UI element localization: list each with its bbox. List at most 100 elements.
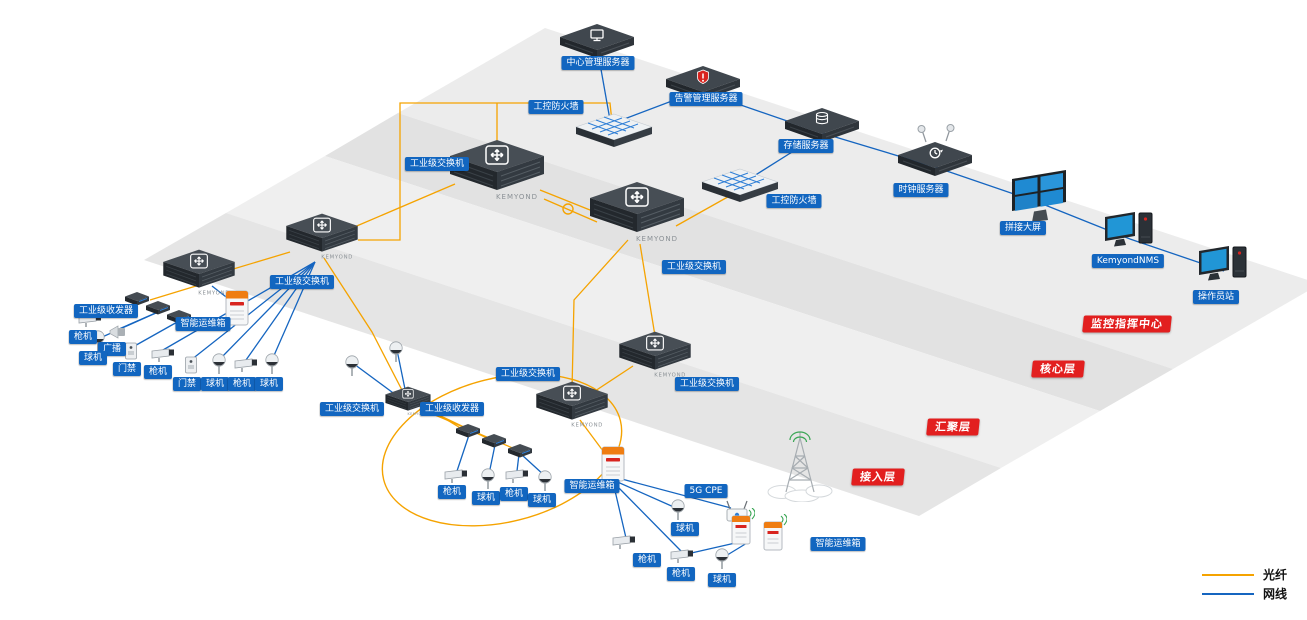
camera-bullet-e1-label: 枪机 (437, 485, 467, 499)
fiber-label: 光纤 (1262, 568, 1287, 582)
switch-icon: KEMYOND (163, 249, 235, 297)
bullet-camera-icon (234, 358, 257, 372)
switch-core-1: KEMYOND (447, 138, 547, 206)
dome-camera-icon (389, 341, 403, 362)
camera-dome-b2-label: 球机 (707, 573, 737, 587)
dome-camera-icon (345, 355, 359, 376)
speaker-l1 (108, 324, 128, 340)
firewall-core-label: 工控防火墙 (766, 194, 822, 208)
cabinet-4-label: 智能运维箱 (810, 537, 866, 551)
bullet-camera-icon (444, 469, 467, 483)
server-clock-label: 时钟服务器 (893, 183, 949, 197)
switch-core-1-label: 工业级交换机 (404, 157, 470, 171)
transceiver-2b (480, 432, 508, 452)
camera-bullet-c1 (149, 346, 177, 364)
ethernet-line-swatch (1201, 593, 1254, 595)
gate-l1 (124, 341, 139, 361)
video-wall-label: 拼接大屏 (999, 221, 1047, 235)
ops-cabinet-icon (763, 513, 788, 551)
cabinet-2 (598, 443, 628, 485)
switch-agg-1: KEMYOND (284, 212, 360, 264)
camera-dome-e2-label: 球机 (527, 493, 557, 507)
workstation-nms (1103, 207, 1157, 257)
firewall-icon (575, 113, 653, 147)
firewall-icon (701, 168, 779, 202)
cabinet-3 (729, 507, 756, 546)
ethernet-link (456, 434, 470, 472)
svg-text:KEMYOND: KEMYOND (654, 373, 686, 379)
band-aggregation (226, 156, 1100, 468)
band-command-center (398, 28, 1307, 369)
switch-icon: KEMYOND (450, 140, 544, 201)
camera-dome-e1 (479, 467, 497, 491)
server-central-mgmt-label: 中心管理服务器 (561, 56, 635, 70)
transceiver-2a-label: 工业级收发器 (419, 402, 485, 416)
legend-ethernet-row: 网线 (1201, 588, 1287, 600)
ethernet-link (614, 483, 682, 552)
access-control-icon (185, 356, 197, 374)
video-wall-icon (1012, 170, 1066, 222)
switch-core-2-label: 工业级交换机 (661, 260, 727, 274)
workstation-icon (1105, 212, 1153, 247)
svg-text:KEMYOND: KEMYOND (407, 412, 427, 416)
camera-dome-c1-label: 球机 (200, 377, 230, 391)
camera-dome-b2 (713, 547, 731, 571)
camera-dome-c2 (263, 352, 281, 376)
workstation-nms-label: KemyondNMS (1091, 254, 1165, 268)
camera-bullet-l1-label: 枪机 (68, 330, 98, 344)
camera-bullet-c2 (232, 356, 260, 374)
broadcast-speaker-icon (109, 325, 125, 339)
command-center-layer-badge: 监控指挥中心 (1082, 315, 1172, 333)
fiber-link (229, 251, 291, 271)
cabinet-1-label: 智能运维箱 (175, 317, 231, 331)
fiber-coupler (562, 203, 574, 215)
switch-icon: KEMYOND (619, 331, 691, 379)
transceiver-2a (454, 422, 482, 442)
ethernet-link (130, 320, 180, 349)
bullet-camera-icon (670, 549, 693, 563)
camera-bullet-e2-label: 枪机 (499, 487, 529, 501)
camera-bullet-e2 (503, 467, 531, 485)
camera-bullet-b2 (668, 547, 696, 565)
server-icon (560, 24, 634, 58)
server-storage-label: 存储服务器 (778, 139, 834, 153)
core-layer-badge: 核心层 (1031, 360, 1085, 378)
camera-dome-l1-label: 球机 (78, 351, 108, 365)
ethernet-link (612, 479, 677, 509)
bullet-camera-icon (612, 535, 635, 549)
camera-bullet-b1 (610, 533, 638, 551)
bullet-camera-icon (505, 469, 528, 483)
workstation-icon (1199, 246, 1247, 281)
dome-camera-icon (212, 353, 226, 374)
camera-bullet-c2-label: 枪机 (227, 377, 257, 391)
switch-mid-2: KEMYOND (617, 330, 693, 382)
bullet-camera-icon (151, 348, 174, 362)
dome-camera-icon (715, 548, 729, 569)
firewall-top (574, 112, 654, 154)
firewall-core (700, 167, 780, 209)
server-icon (898, 124, 972, 176)
camera-dome-m1 (343, 354, 361, 378)
server-alarm-label: 告警管理服务器 (669, 92, 743, 106)
transceiver-icon (508, 444, 532, 458)
switch-mid-2-label: 工业级交换机 (674, 377, 740, 391)
fiber-link (639, 243, 657, 343)
server-central-mgmt (558, 8, 636, 68)
cabinet-1 (222, 287, 252, 329)
camera-bullet-c1-label: 枪机 (143, 365, 173, 379)
fiber-link (351, 183, 456, 229)
switch-icon: KEMYOND (590, 182, 684, 243)
legend: 光纤 网线 (1201, 562, 1287, 600)
camera-bullet-b1-label: 枪机 (632, 553, 662, 567)
signal-tower-icon (767, 431, 833, 503)
ops-cabinet-icon (601, 446, 625, 482)
legend-fiber-row: 光纤 (1201, 568, 1287, 582)
dome-camera-icon (538, 470, 552, 491)
switch-agg-2: KEMYOND (161, 248, 237, 300)
camera-dome-e1-label: 球机 (471, 491, 501, 505)
aggregation-layer-badge: 汇聚层 (926, 418, 980, 436)
fiber-link (358, 102, 613, 241)
switch-access: KEMYOND (384, 386, 432, 419)
